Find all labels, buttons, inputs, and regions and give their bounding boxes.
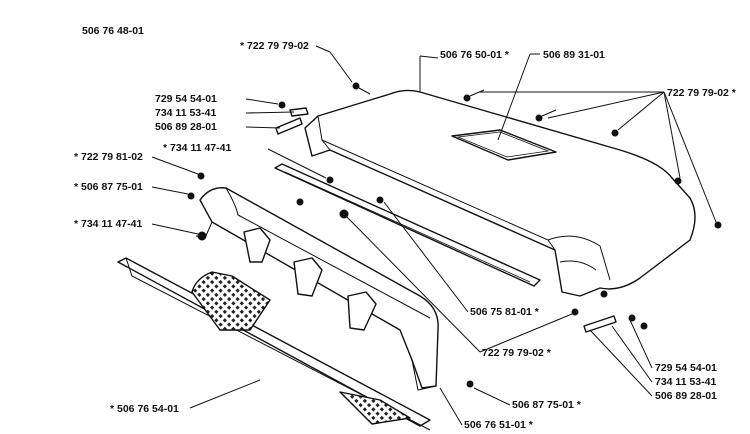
label-bottom-mid: 506 87 75-01 * [512, 399, 582, 411]
label-bottom-screw: 722 79 79-02 * [482, 347, 552, 359]
label-right-screws: 722 79 79-02 * [667, 87, 737, 99]
label-right-a: 729 54 54-01 [655, 362, 717, 374]
label-left-a: 729 54 54-01 [155, 93, 217, 105]
label-hood: 506 76 50-01 * [440, 49, 510, 61]
label-left-e: * 506 87 75-01 [74, 181, 143, 193]
label-left-f: * 734 11 47-41 [74, 218, 142, 230]
label-left-d: * 722 79 81-02 [74, 151, 143, 163]
label-guard: * 506 76 54-01 [110, 403, 179, 415]
label-skirt: 506 76 51-01 * [464, 419, 534, 431]
guard-plate [117, 257, 431, 431]
leader-lines [151, 45, 717, 426]
header-code: 506 76 48-01 [82, 25, 144, 37]
label-rail: 506 75 81-01 * [470, 306, 540, 318]
label-left-c: 506 89 28-01 [155, 121, 217, 133]
rail-strip [274, 163, 541, 287]
hood-cover [304, 89, 696, 297]
label-right-b: 734 11 53-41 [655, 376, 716, 388]
label-right-c: 506 89 28-01 [655, 390, 717, 402]
label-left-b: 734 11 53-41 [155, 107, 216, 119]
label-hood-window: 506 89 31-01 [543, 49, 605, 61]
hood-window [451, 129, 557, 161]
label-top-screw: * 722 79 79-02 [240, 40, 309, 52]
fasteners [187, 82, 722, 388]
label-mid-clip: * 734 11 47-41 [163, 142, 231, 154]
skirt-panel [195, 187, 439, 391]
